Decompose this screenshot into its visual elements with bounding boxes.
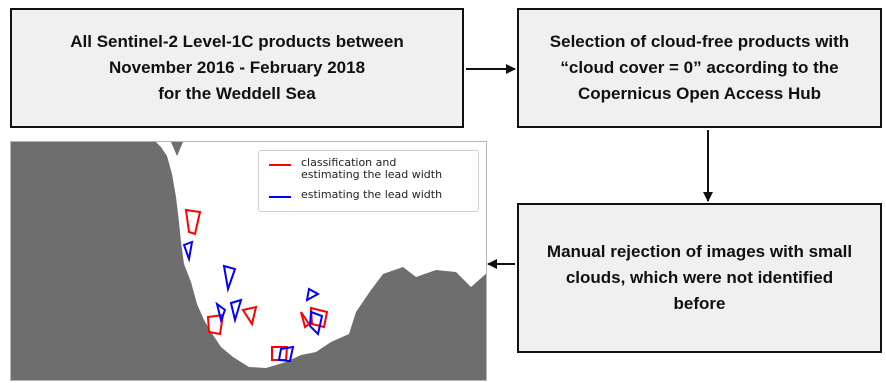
source-line-3: for the Weddell Sea bbox=[158, 84, 316, 103]
antarctica-landmass bbox=[11, 142, 486, 380]
rejection-line-3: before bbox=[673, 294, 726, 313]
selection-line-3: Copernicus Open Access Hub bbox=[577, 84, 822, 103]
source-line-1: All Sentinel-2 Level-1C products between bbox=[70, 32, 404, 51]
legend-label-red-line-1: classification and bbox=[301, 156, 397, 169]
red-footprint bbox=[241, 305, 258, 327]
legend-item-blue: estimating the lead width bbox=[269, 189, 442, 201]
blue-footprint bbox=[182, 240, 194, 263]
legend-item-red: classification and estimating the lead w… bbox=[269, 157, 442, 181]
blue-footprint bbox=[277, 345, 295, 363]
red-footprint bbox=[184, 208, 202, 236]
legend-swatch-blue bbox=[269, 196, 291, 198]
legend-label-blue: estimating the lead width bbox=[301, 188, 443, 201]
rejection-line-2: clouds, which were not identified bbox=[565, 268, 834, 287]
red-footprints bbox=[184, 208, 329, 361]
rejection-line-1: Manual rejection of images with small bbox=[546, 242, 853, 261]
manual-rejection-box: Manual rejection of images with small cl… bbox=[517, 203, 882, 353]
selection-line-1: Selection of cloud-free products with bbox=[549, 32, 850, 51]
red-footprint bbox=[206, 313, 225, 336]
blue-footprint bbox=[215, 301, 227, 324]
red-footprint bbox=[300, 311, 311, 329]
legend-swatch-red bbox=[269, 164, 291, 166]
blue-footprint bbox=[222, 264, 237, 293]
legend-label-red-line-2: estimating the lead width bbox=[301, 168, 443, 181]
blue-footprint bbox=[229, 298, 243, 324]
blue-footprints bbox=[182, 240, 324, 363]
blue-footprint bbox=[308, 310, 324, 336]
selection-line-2: “cloud cover = 0” according to the bbox=[560, 58, 839, 77]
cloud-free-selection-box: Selection of cloud-free products with “c… bbox=[517, 8, 882, 128]
map-canvas bbox=[11, 142, 486, 380]
source-products-box: All Sentinel-2 Level-1C products between… bbox=[10, 8, 464, 128]
map-legend: classification and estimating the lead w… bbox=[258, 150, 479, 212]
peninsula-island bbox=[171, 142, 183, 156]
red-footprint bbox=[309, 306, 329, 329]
source-line-2: November 2016 - February 2018 bbox=[108, 58, 366, 77]
blue-footprint bbox=[305, 287, 321, 302]
weddell-sea-map: classification and estimating the lead w… bbox=[10, 141, 487, 381]
